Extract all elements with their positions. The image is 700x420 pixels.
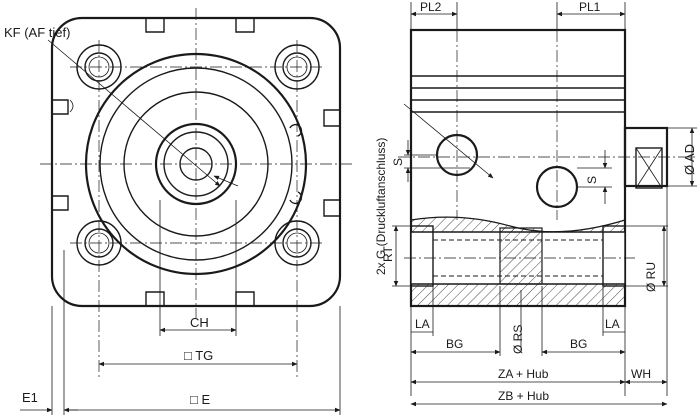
e-dimension: □ E (51, 306, 341, 415)
side-view: Ø AD 2x G (Druckluftanschluss) S S (374, 0, 697, 407)
wh-label: WH (631, 367, 651, 381)
bg-left-label: BG (446, 337, 463, 351)
ch-dimension: CH (159, 200, 237, 336)
la-left-label: LA (415, 317, 430, 331)
section-view (404, 216, 635, 307)
s-dimensions: S S (391, 140, 612, 204)
e1-label: E1 (22, 390, 38, 405)
tg-dimension: □ TG (98, 348, 298, 367)
rt-label: RT (381, 246, 395, 262)
zb-label: ZB + Hub (498, 389, 549, 403)
la-right-label: LA (605, 317, 620, 331)
rs-label: Ø RS (511, 325, 525, 354)
s-left-label: S (391, 158, 405, 166)
g-label: 2x G (Druckluftanschluss) (374, 138, 388, 275)
pl1-label: PL1 (579, 0, 601, 14)
front-view: KF (AF tief) CH □ TG □ E E1 (4, 8, 355, 415)
za-label: ZA + Hub (498, 367, 549, 381)
kf-leader (47, 39, 221, 187)
tg-label: □ TG (184, 348, 213, 363)
bg-right-label: BG (570, 337, 587, 351)
rod-end: Ø AD (623, 126, 697, 189)
ru-label: Ø RU (644, 262, 658, 292)
kf-label: KF (AF tief) (4, 25, 70, 40)
pl2-label: PL2 (420, 0, 442, 14)
edge-notches (52, 18, 340, 306)
e-label: □ E (190, 392, 210, 407)
ch-label: CH (190, 315, 209, 330)
front-centerlines (40, 8, 355, 380)
ad-label: Ø AD (682, 144, 697, 175)
s-right-label: S (585, 176, 599, 184)
e1-dimension: E1 (20, 250, 78, 415)
